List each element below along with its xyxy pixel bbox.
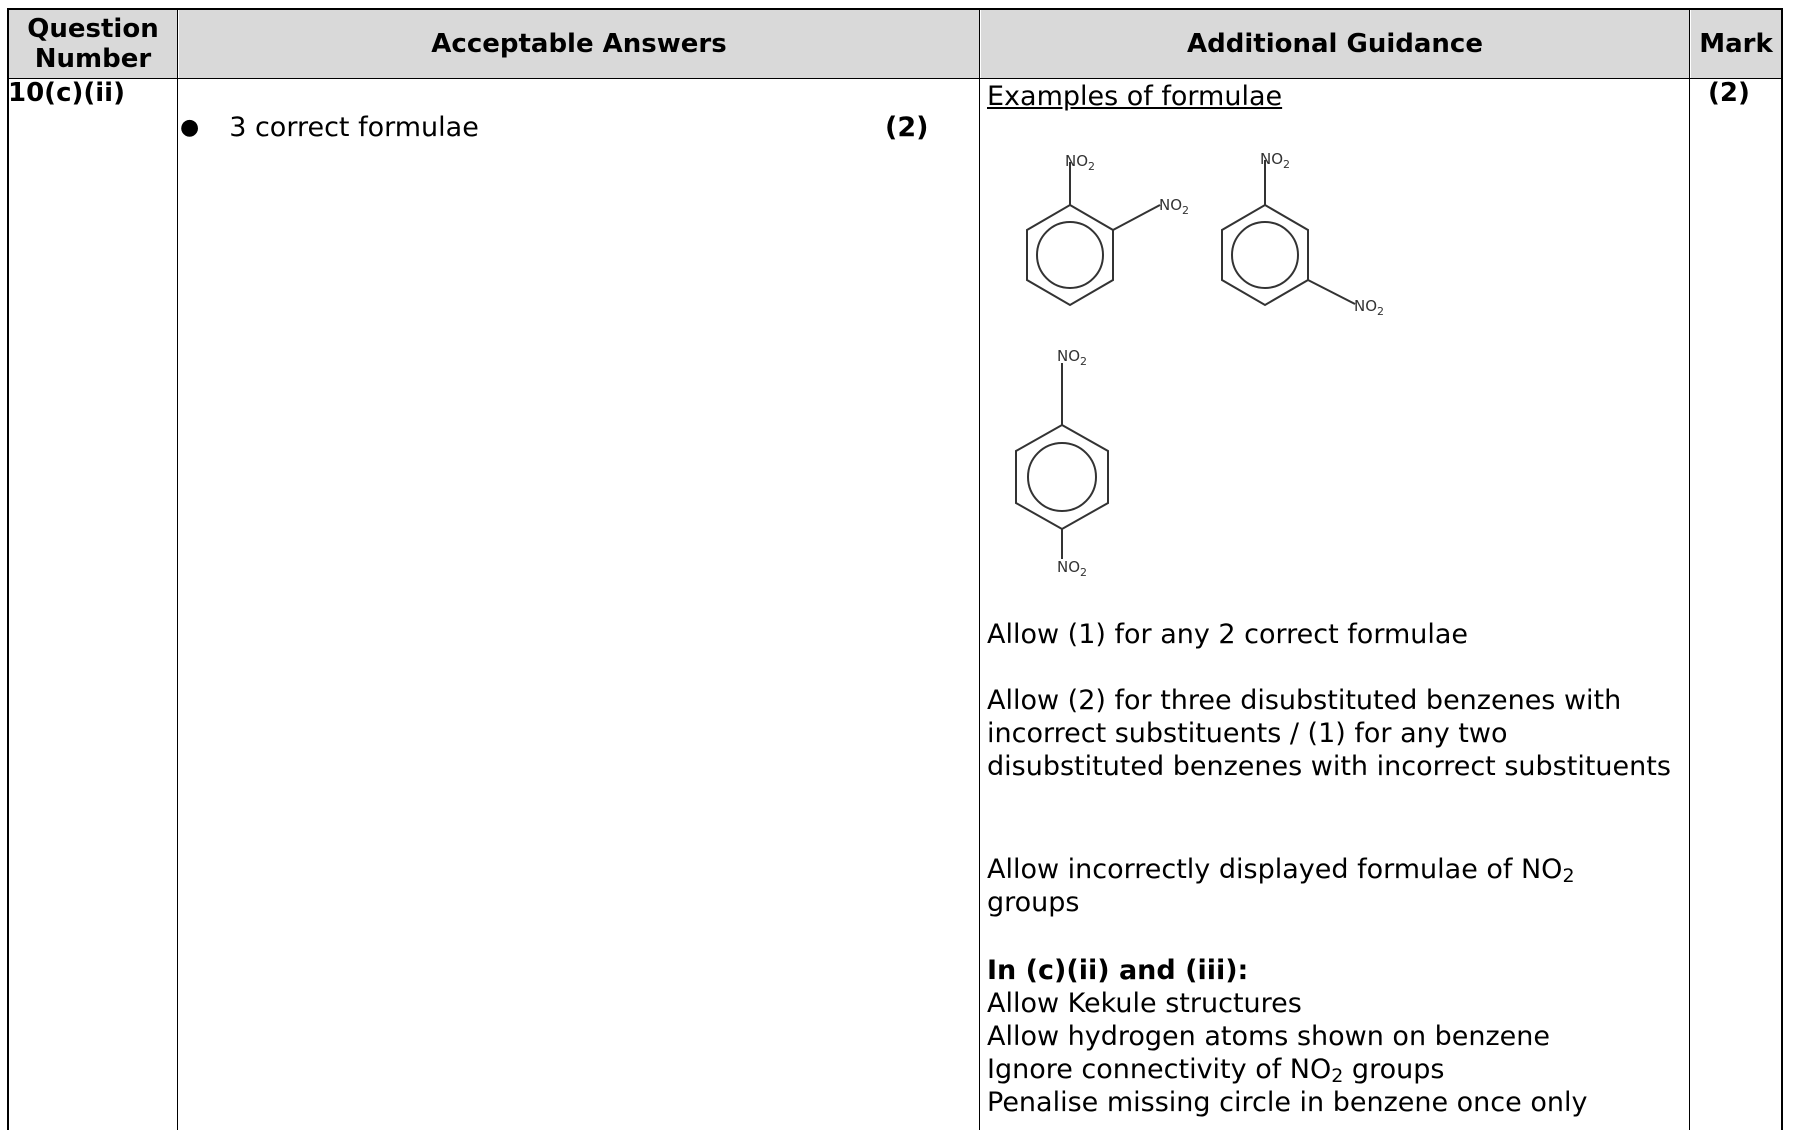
guidance-paragraph-3-text: Allow incorrectly displayed formulae of … [987,854,1563,885]
guidance-paragraph-4: In (c)(ii) and (iii): Allow Kekule struc… [987,954,1677,1119]
guidance-paragraph-4-heading: In (c)(ii) and (iii): [987,955,1249,986]
substituent-label: NO2 [1065,152,1095,173]
guidance-line: Allow Kekule structures [987,988,1302,1019]
header-mark: Mark [1691,10,1781,78]
guidance-line-text: Ignore connectivity of NO [987,1054,1332,1085]
answer-text: 3 correct formulae [229,112,479,143]
guidance-line: Ignore connectivity of NO2 groups [987,1053,1677,1086]
guidance-paragraph-3-tail: groups [987,887,1080,918]
substituent-label: NO2 [1260,150,1290,171]
answer-mark: (2) [885,112,929,143]
column-divider [1689,10,1690,1130]
para-dinitrobenzene-structure: NO2 NO2 [1015,347,1109,579]
guidance-paragraph-3: Allow incorrectly displayed formulae of … [987,853,1677,919]
ortho-dinitrobenzene-structure: NO2 NO2 [1026,152,1189,307]
guidance-paragraph-1: Allow (1) for any 2 correct formulae [987,619,1469,650]
examples-heading: Examples of formulae [987,81,1283,112]
column-divider [979,10,980,1130]
header-divider [9,78,1781,79]
header-additional-guidance: Additional Guidance [981,10,1689,78]
substituent-label: NO2 [1354,297,1384,318]
substituent-label: NO2 [1057,558,1087,579]
header-acceptable-answers: Acceptable Answers [179,10,979,78]
column-divider [177,10,178,1130]
header-mark-text: Mark [1699,29,1773,59]
guidance-line: Allow hydrogen atoms shown on benzene [987,1021,1551,1052]
mark-scheme-table: Question Number Acceptable Answers Addit… [7,8,1783,1130]
header-question-number: Question Number [9,10,177,78]
header-acceptable-answers-text: Acceptable Answers [431,29,727,59]
answer-item: ● 3 correct formulae [180,112,479,143]
header-additional-guidance-text: Additional Guidance [1187,29,1483,59]
substituent-label: NO2 [1057,347,1087,368]
subscript: 2 [1562,865,1575,887]
bullet-icon: ● [180,115,200,140]
guidance-line-tail: groups [1343,1054,1445,1085]
header-question-number-text: Question Number [27,14,159,74]
substituent-label: NO2 [1159,196,1189,217]
question-number: 10(c)(ii) [8,78,125,108]
meta-dinitrobenzene-structure: NO2 NO2 [1221,150,1384,318]
mark-value: (2) [1708,78,1750,108]
guidance-paragraph-2: Allow (2) for three disubstituted benzen… [987,685,1671,782]
subscript: 2 [1331,1065,1344,1087]
guidance-line: Penalise missing circle in benzene once … [987,1087,1588,1118]
